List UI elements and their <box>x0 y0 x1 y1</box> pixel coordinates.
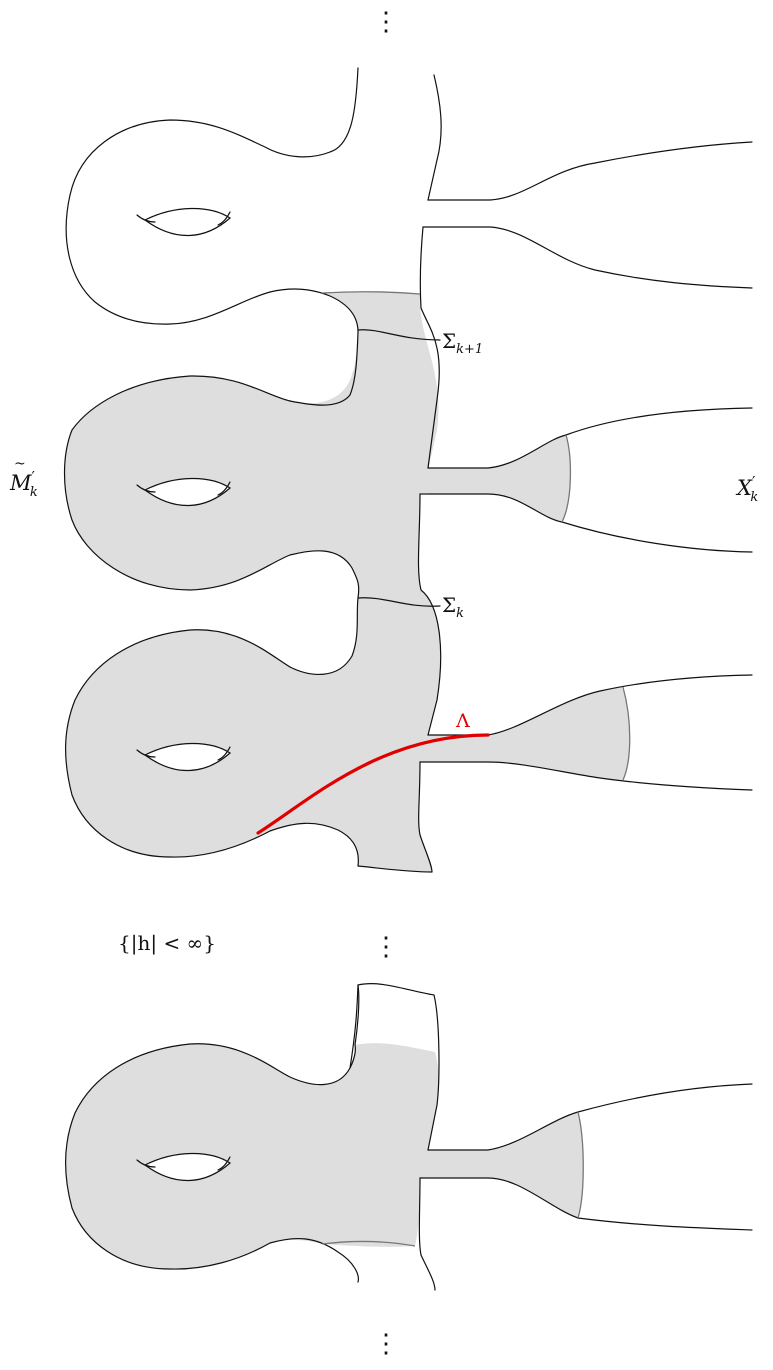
sigma-k-curve <box>357 597 441 607</box>
block2-tube-bottom <box>419 493 753 553</box>
ellipsis-top: ⋮ <box>373 7 399 37</box>
block1-tube-bottom <box>422 226 753 289</box>
lambda-label: Λ <box>455 710 470 732</box>
block1-tube-top <box>427 141 753 201</box>
block2-tube-top <box>427 407 753 469</box>
block2-outline <box>63 375 360 676</box>
m-tilde-label: ~ M′k <box>9 456 38 500</box>
block3-tube-top <box>427 674 753 736</box>
block4-outline <box>65 1043 359 1283</box>
block4-boundary-grey <box>321 1240 416 1247</box>
ellipsis-middle: ⋮ <box>373 932 399 962</box>
block4-neck-right <box>418 1177 436 1291</box>
h-finite-region-label: {|h| < ∞} <box>118 931 216 956</box>
shaded-region-bottom <box>65 1043 584 1270</box>
block2-neck-right <box>417 493 442 736</box>
hole-4 <box>143 1152 231 1182</box>
block4-tube-boundary <box>577 1111 584 1219</box>
block3-tube-boundary <box>622 686 631 781</box>
hole-3 <box>143 742 231 772</box>
block4-tube-bottom <box>419 1177 753 1231</box>
x-prime-label: X′k <box>735 473 758 505</box>
block3-outline <box>65 629 359 867</box>
ellipsis-bottom: ⋮ <box>373 1329 399 1359</box>
shaded-tube-middle <box>428 687 630 780</box>
shaded-tube-upper <box>428 435 571 522</box>
block2-tube-boundary <box>561 434 572 523</box>
sigma-k-plus-1-label: Σk+1 <box>442 329 483 357</box>
hole-1-lip <box>136 211 231 226</box>
block4-neck-left <box>349 984 359 1069</box>
block3-bottom-edge <box>357 761 433 873</box>
hole-4-lip <box>136 1156 231 1171</box>
svg-text:M′k: M′k <box>9 468 38 500</box>
block1-neck-right-lower <box>419 226 440 469</box>
block1-neck-right <box>427 74 442 201</box>
block1-outline <box>65 67 359 406</box>
block1-boundary-grey <box>321 291 421 295</box>
hole-1 <box>143 207 231 237</box>
sigma-k-plus-1-curve <box>357 329 441 341</box>
hole-3-lip <box>136 746 231 761</box>
shaded-region-main <box>64 291 441 872</box>
block3-tube-bottom <box>419 761 753 791</box>
sigma-k-label: Σk <box>442 593 464 621</box>
hole-2 <box>143 477 231 507</box>
hole-2-lip <box>136 481 231 496</box>
block4-tube-top <box>427 1083 753 1151</box>
lambda-curve <box>256 733 490 835</box>
svg-text:~: ~ <box>14 456 26 472</box>
